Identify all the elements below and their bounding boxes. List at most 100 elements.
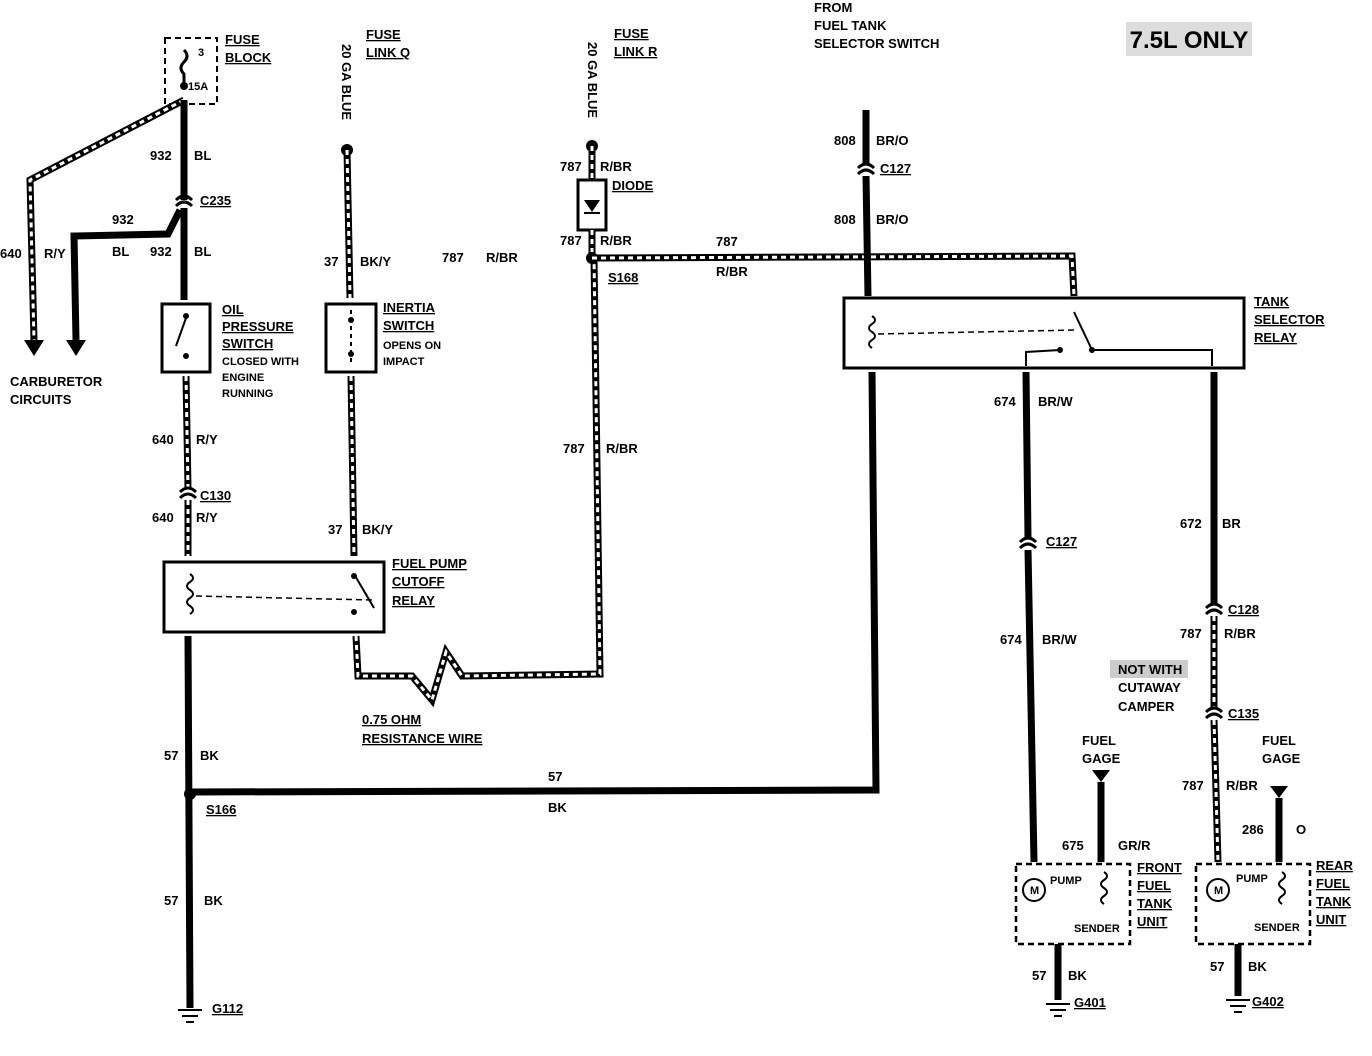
fuse-block-label: FUSE [225,32,260,47]
diode-icon [584,200,600,212]
motor-letter: M [1030,885,1039,897]
pump-label: PUMP [1050,875,1082,887]
wire-number: 787 [560,233,582,248]
wire-color: BK [200,748,219,763]
wire-color: BR/O [876,133,909,148]
wire-number: 932 [150,148,172,163]
fuse-block-label-2: BLOCK [225,50,272,65]
front-unit-label-2: FUEL [1137,878,1171,893]
wire-color: BR/W [1042,632,1077,647]
wire-number: 640 [0,246,22,261]
rear-unit-label-4: UNIT [1316,912,1346,927]
wire-number: 787 [716,234,738,249]
wire-number: 932 [150,244,172,259]
wire-color: BK [1068,968,1087,983]
from-switch-label-2: FUEL TANK [814,18,887,33]
wire-color: R/BR [716,264,748,279]
connector-c130: C130 [200,488,231,503]
wire-color: R/BR [600,233,632,248]
fuse-link-r-label: FUSE [614,26,649,41]
resistance-label-2: RESISTANCE WIRE [362,731,483,746]
fuse-icon [179,48,189,86]
fuse-amp: 15A [188,81,208,93]
sender-label: SENDER [1074,923,1120,935]
fuse-number: 3 [198,47,204,59]
wire-color: O [1296,822,1306,837]
oil-switch-label-2: PRESSURE [222,319,294,334]
front-fuel-tank-unit [1014,862,1132,946]
cutoff-relay-label-3: RELAY [392,593,435,608]
oil-pressure-switch [160,302,212,374]
motor-letter: M [1214,885,1223,897]
wire-number: 57 [1032,968,1046,983]
rear-unit-label-3: TANK [1316,894,1352,909]
inertia-note-2: IMPACT [383,356,425,368]
fuse-link-q-label-2: LINK Q [366,45,410,60]
from-switch-label-3: SELECTOR SWITCH [814,36,939,51]
wire-color: BK [1248,959,1267,974]
inertia-label: INERTIA [383,300,436,315]
oil-switch-note-2: ENGINE [222,372,264,384]
fuse-link-r-label-2: LINK R [614,44,658,59]
front-unit-label-4: UNIT [1137,914,1167,929]
tank-selector-relay [842,296,1246,370]
tank-relay-label-2: SELECTOR [1254,312,1325,327]
wire-color: BR/O [876,212,909,227]
resistance-label: 0.75 OHM [362,712,421,727]
ground-icon [1226,999,1250,1013]
oil-switch-label: OIL [222,302,244,317]
connector-c235: C235 [200,193,231,208]
wire-number: 37 [328,522,342,537]
ground-icon [1046,1003,1070,1017]
tank-relay-label: TANK [1254,294,1290,309]
wire-number: 932 [112,212,134,227]
wire-number: 787 [1182,778,1204,793]
engine-badge-bg [1126,22,1252,56]
rear-fuel-tank-unit [1194,862,1312,946]
fuse-link-r-gauge: 20 GA BLUE [585,42,600,118]
ground-g402: G402 [1252,994,1284,1009]
wire-number: 787 [560,159,582,174]
oil-switch-note: CLOSED WITH [222,356,299,368]
wire-color: BR [1222,516,1241,531]
wire-number: 674 [994,394,1016,409]
wire-color: BL [194,244,211,259]
wire-number: 675 [1062,838,1084,853]
wire-number: 57 [1210,959,1224,974]
wire-number: 286 [1242,822,1264,837]
wire-number: 57 [164,748,178,763]
carburetor-label-2: CIRCUITS [10,392,72,407]
rear-gage-label: FUEL [1262,733,1296,748]
pump-motor-icon [1206,878,1230,902]
rear-unit-label: REAR [1316,858,1353,873]
rear-gage-label-2: GAGE [1262,751,1301,766]
wire-color: BK/Y [360,254,391,269]
fuse-link-q-gauge: 20 GA BLUE [339,44,354,120]
front-gage-label-2: GAGE [1082,751,1121,766]
arrow-icon [1092,770,1110,782]
wire-number: 672 [1180,516,1202,531]
wire-color: BK [204,893,223,908]
ground-g112: G112 [212,1001,243,1016]
front-unit-label-3: TANK [1137,896,1173,911]
arrow-icon [24,340,44,356]
wire-number: 787 [1180,626,1202,641]
front-gage-label: FUEL [1082,733,1116,748]
from-switch-label: FROM [814,0,852,15]
fuel-pump-cutoff-relay [162,560,386,634]
splice-s166: S166 [206,802,236,817]
pump-motor-icon [1022,878,1046,902]
cutoff-relay-label: FUEL PUMP [392,556,467,571]
note-bg [1110,660,1188,678]
wire-number: 674 [1000,632,1022,647]
wire-color: R/BR [486,250,518,265]
rear-unit-label-2: FUEL [1316,876,1350,891]
wire-number: 787 [563,441,585,456]
pump-label: PUMP [1236,873,1268,885]
wire-number: 37 [324,254,338,269]
wire-color: GR/R [1118,838,1151,853]
wire-color: BL [112,244,129,259]
wire-color: BL [194,148,211,163]
oil-switch-label-3: SWITCH [222,336,273,351]
wire-number: 57 [164,893,178,908]
